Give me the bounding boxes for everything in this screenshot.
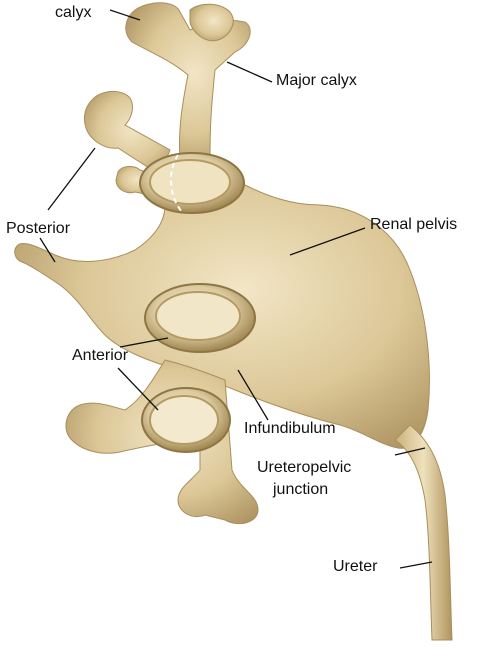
calyx-ring-upper (140, 153, 244, 213)
leader-ureter (400, 562, 432, 568)
label-major-calyx: Major calyx (276, 72, 357, 90)
calyx-ring-lower (142, 388, 230, 452)
calyx-ring-middle (145, 284, 255, 352)
label-ureteropelvic-line2: junction (273, 481, 328, 499)
label-ureteropelvic-line1: Ureteropelvic (257, 459, 351, 477)
label-posterior: Posterior (6, 220, 70, 238)
leader-major-calyx (227, 62, 272, 82)
label-renal-pelvis: Renal pelvis (370, 216, 457, 234)
label-ureter: Ureter (333, 558, 377, 576)
label-infundibulum: Infundibulum (244, 420, 336, 438)
leader-posterior-upper (48, 148, 95, 210)
label-calyx: calyx (55, 4, 91, 22)
ureter (395, 425, 452, 640)
label-anterior: Anterior (72, 347, 128, 365)
